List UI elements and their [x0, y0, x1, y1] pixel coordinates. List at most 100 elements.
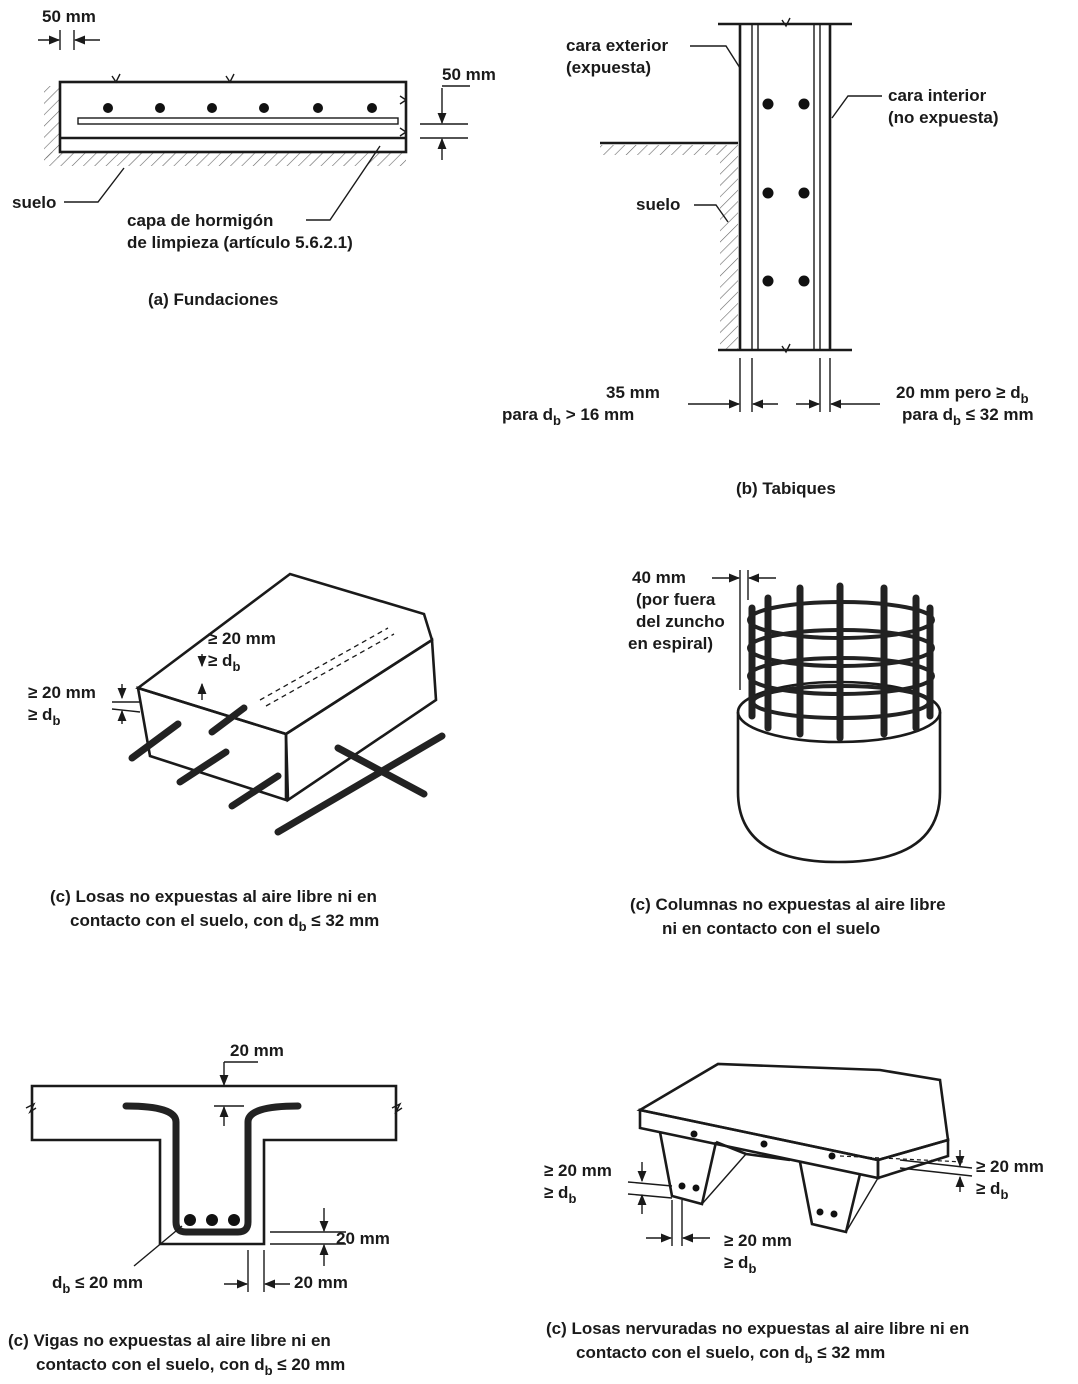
- interior-label-2: (no expuesta): [888, 108, 999, 127]
- column-dim-2: (por fuera: [636, 590, 716, 609]
- beam-dim-bottom: 20 mm: [294, 1273, 348, 1292]
- dim-left-label-2: para db > 16 mm: [502, 405, 634, 428]
- rebar-dot: [692, 1184, 700, 1192]
- ribbed-slab-edge: [638, 1108, 880, 1180]
- break-mark: [25, 1102, 37, 1115]
- rebar: [208, 704, 248, 736]
- break-mark: [111, 73, 121, 84]
- soil-leader: [64, 167, 125, 203]
- side-dim-2: ≥ db: [28, 705, 60, 728]
- top-dim-1: ≥ 20 mm: [208, 629, 276, 648]
- caption-c4-1: (c) Losas nervuradas no expuestas al air…: [546, 1319, 969, 1338]
- break-mark: [399, 95, 408, 105]
- dim-ext-line: [111, 708, 141, 713]
- rebar-dot: [690, 1130, 698, 1138]
- slab-front-face: [136, 686, 288, 802]
- rebar-dot: [762, 275, 774, 287]
- rib-edge: [845, 1177, 879, 1233]
- break-mark: [781, 343, 791, 354]
- column-dim-4: en espiral): [628, 634, 713, 653]
- ribbed-left-2: ≥ db: [544, 1183, 576, 1206]
- ribbed-bottom-2: ≥ db: [724, 1253, 756, 1276]
- break-mark: [225, 73, 235, 84]
- panel-c1-slab: ≥ 20 mm ≥ db ≥ 20 mm ≥ db (c) Losas no e…: [28, 572, 446, 934]
- panel-b-wall: cara exterior (expuesta) cara interior (…: [502, 17, 1034, 498]
- caption-c3-2: contacto con el suelo, con db ≤ 20 mm: [36, 1355, 345, 1378]
- wall-soil-label: suelo: [636, 195, 680, 214]
- dim-ext-line: [627, 1181, 673, 1187]
- ribbed-right-2: ≥ db: [976, 1179, 1008, 1202]
- caption-a: (a) Fundaciones: [148, 290, 278, 309]
- panel-a-foundation: 50 mm 50 mm suelo capa de hormigón de li…: [12, 7, 496, 309]
- rebar-dot: [259, 103, 269, 113]
- slab-top-face: [135, 572, 434, 736]
- spiral-ring: [747, 656, 935, 696]
- footing-outline: [58, 80, 408, 154]
- wall-soil-hatch: [720, 155, 738, 350]
- caption-b: (b) Tabiques: [736, 479, 836, 498]
- interior-label-1: cara interior: [888, 86, 987, 105]
- caption-c1-1: (c) Losas no expuestas al aire libre ni …: [50, 887, 377, 906]
- bottom-bar: [77, 117, 399, 125]
- dim-ext-line: [627, 1193, 673, 1199]
- rebar-dot: [762, 98, 774, 110]
- dim-right-label-1: 20 mm pero ≥ db: [896, 383, 1029, 406]
- ribbed-top-face: [636, 1062, 950, 1162]
- column-dim-1: 40 mm: [632, 568, 686, 587]
- ribbed-left-1: ≥ 20 mm: [544, 1161, 612, 1180]
- rebar-dot: [367, 103, 377, 113]
- rebar-dot: [103, 103, 113, 113]
- rebar-dot: [798, 187, 810, 199]
- rib-edge: [701, 1153, 747, 1205]
- beam-dim-right: 20 mm: [336, 1229, 390, 1248]
- rebar-dot: [207, 103, 217, 113]
- rebar-dot: [830, 1210, 838, 1218]
- concrete-leader: [306, 145, 381, 221]
- wall-soil-leader: [694, 204, 729, 223]
- slab-side-face: [284, 637, 438, 803]
- ground-hatch: [600, 145, 738, 155]
- exterior-leader: [690, 45, 741, 69]
- rebar-dot: [816, 1208, 824, 1216]
- concrete-label-2: de limpieza (artículo 5.6.2.1): [127, 233, 353, 252]
- break-mark: [399, 127, 408, 137]
- dim-left-label-1: 35 mm: [606, 383, 660, 402]
- rebar-dot: [184, 1214, 196, 1226]
- caption-c4-2: contacto con el suelo, con db ≤ 32 mm: [576, 1343, 885, 1366]
- column-dim-3: del zuncho: [636, 612, 725, 631]
- rib: [798, 1161, 862, 1234]
- rebar-dot: [155, 103, 165, 113]
- rebar: [274, 732, 446, 836]
- rebar: [128, 720, 182, 762]
- rebar-dot: [228, 1214, 240, 1226]
- rebar-dot: [798, 98, 810, 110]
- column-body: [736, 712, 942, 864]
- exterior-label-1: cara exterior: [566, 36, 668, 55]
- caption-c1-2: contacto con el suelo, con db ≤ 32 mm: [70, 911, 379, 934]
- rebar-dot: [760, 1140, 768, 1148]
- panel-c2-column: 40 mm (por fuera del zuncho en espiral) …: [628, 568, 946, 938]
- dim-right-label: 50 mm: [442, 65, 496, 84]
- stirrup: [122, 1102, 302, 1236]
- ribbed-side-face: [876, 1138, 950, 1180]
- db-leader: [133, 1225, 183, 1267]
- panel-c4-ribbed-slab: ≥ 20 mm ≥ db ≥ 20 mm ≥ db ≥ 20 mm ≥ db (…: [544, 1062, 1044, 1366]
- concrete-label-1: capa de hormigón: [127, 211, 273, 230]
- rebar: [228, 772, 282, 810]
- top-dim-2: ≥ db: [208, 651, 240, 674]
- beam-db-label: db ≤ 20 mm: [52, 1273, 143, 1296]
- soil-hatch-bottom: [44, 152, 406, 166]
- rebar-dot: [678, 1182, 686, 1190]
- dim-ext-line: [899, 1167, 973, 1177]
- rebar-dot: [828, 1152, 836, 1160]
- rebar-dot: [762, 187, 774, 199]
- rib: [658, 1131, 718, 1206]
- rebar: [334, 744, 428, 798]
- ribbed-bottom-1: ≥ 20 mm: [724, 1231, 792, 1250]
- spiral-ring: [747, 600, 935, 640]
- rebar-dot: [313, 103, 323, 113]
- dim-top-label: 50 mm: [42, 7, 96, 26]
- caption-c3-1: (c) Vigas no expuestas al aire libre ni …: [8, 1331, 331, 1350]
- rebar: [176, 748, 230, 786]
